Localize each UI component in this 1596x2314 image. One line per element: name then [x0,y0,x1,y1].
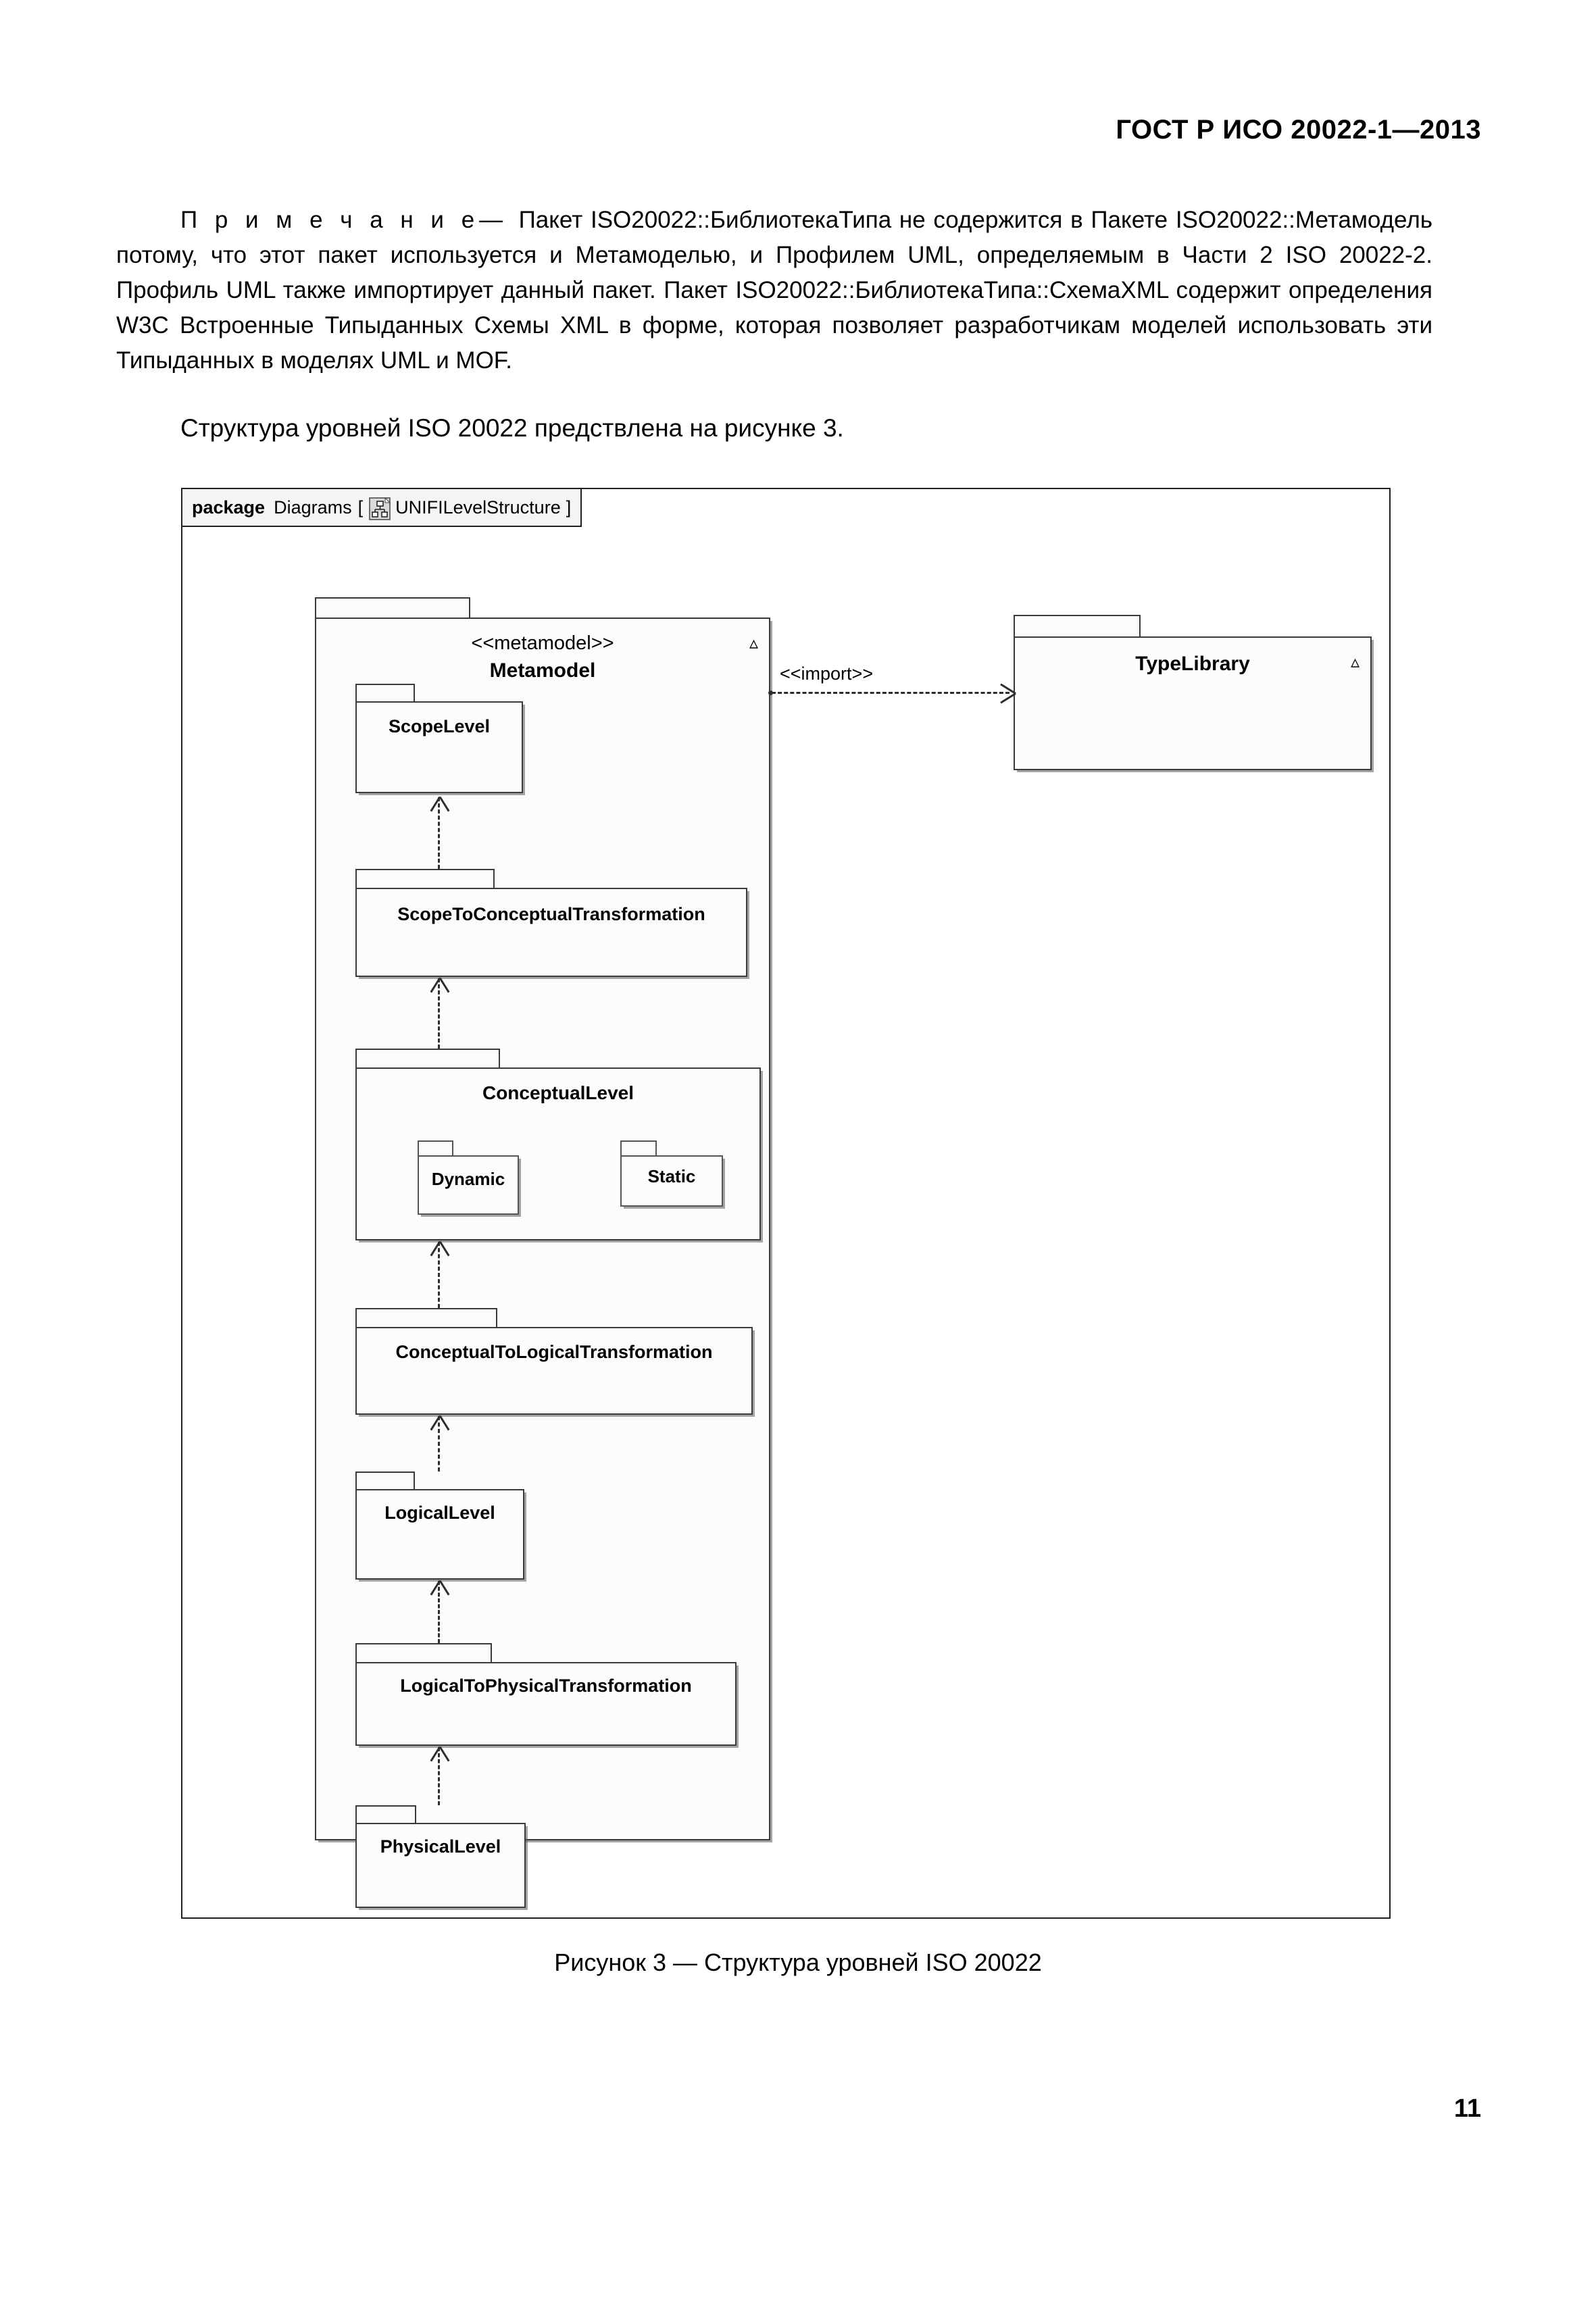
metamodel-stereotype: <<metamodel>> [471,632,614,654]
dynamic-title: Dynamic [431,1169,505,1189]
package-tab [355,1308,497,1328]
package-body [355,1489,524,1580]
note-dash: — [479,207,503,233]
physicallevel-title: PhysicalLevel [380,1836,501,1857]
package-tab [620,1140,657,1157]
intro-paragraph: Структура уровней ISO 20022 предствлена … [116,411,1432,446]
scopetoconceptual-title: ScopeToConceptualTransformation [397,904,705,924]
package-static[interactable]: Static [620,1140,723,1207]
frame-diagram-group: Diagrams [274,497,352,518]
package-body [418,1155,519,1215]
package-body [620,1155,723,1207]
dependency-line [438,1242,440,1308]
diagram-icon [369,497,391,520]
diagram-frame-tab: package Diagrams [ UNIFILevelStructure ] [182,489,582,527]
import-source-dot [768,690,773,695]
intro-text: Структура уровней ISO 20022 предствлена … [180,414,844,442]
frame-keyword: package [192,497,266,518]
package-tab [355,869,495,889]
frame-diagram-name: UNIFILevelStructure [395,497,561,518]
metamodel-marker-icon: ▵ [749,632,758,653]
package-body [355,1662,737,1746]
dependency-line [438,1581,440,1643]
dependency-line [438,1747,440,1805]
package-tab [1014,615,1141,638]
typelibrary-title: TypeLibrary [1135,653,1250,675]
package-tab [355,1643,492,1663]
package-scopetoconceptualtransformation[interactable]: ScopeToConceptualTransformation [355,869,747,977]
package-tab [315,597,470,619]
page-number: 11 [1453,2094,1481,2123]
static-title: Static [647,1166,696,1186]
logicallevel-title: LogicalLevel [384,1503,495,1523]
package-conceptualtologicaltransformation[interactable]: ConceptualToLogicalTransformation [355,1308,753,1415]
frame-bracket-open: [ [357,497,364,518]
package-tab [418,1140,453,1157]
package-physicallevel[interactable]: PhysicalLevel [355,1805,526,1908]
dependency-line [438,1416,440,1472]
package-logicaltophysicaltransformation[interactable]: LogicalToPhysicalTransformation [355,1643,737,1746]
conceptualtological-title: ConceptualToLogicalTransformation [395,1342,713,1362]
metamodel-title: Metamodel [489,659,596,682]
package-typelibrary[interactable]: TypeLibrary ▵ [1014,615,1372,770]
figure-caption: Рисунок 3 — Структура уровней ISO 20022 [554,1948,1042,1976]
package-scopelevel[interactable]: ScopeLevel [355,684,523,793]
import-stereotype-label: <<import>> [780,663,874,684]
scopelevel-title: ScopeLevel [388,716,491,736]
typelibrary-marker-icon: ▵ [1350,651,1360,672]
package-body [1014,636,1372,770]
import-dependency-line [772,692,1009,694]
package-body [355,701,523,793]
frame-bracket-close: ] [566,497,572,518]
package-tab [355,1049,500,1069]
conceptuallevel-title: ConceptualLevel [482,1082,634,1103]
package-tab [355,1805,416,1824]
dependency-line [438,797,440,869]
package-body [355,1327,753,1415]
uml-diagram-frame: package Diagrams [ UNIFILevelStructure ]… [181,488,1391,1919]
package-tab [355,684,415,703]
note-paragraph: П р и м е ч а н и е— Пакет ISO20022::Биб… [116,203,1432,378]
document-header-title: ГОСТ Р ИСО 20022-1—2013 [1116,115,1481,145]
package-dynamic[interactable]: Dynamic [418,1140,519,1215]
package-body [355,888,747,977]
note-label: П р и м е ч а н и е [180,207,480,233]
package-logicallevel[interactable]: LogicalLevel [355,1472,524,1580]
note-body-text: Пакет ISO20022::БиблиотекаТипа не содерж… [116,207,1432,374]
package-tab [355,1472,415,1490]
package-conceptuallevel[interactable]: ConceptualLevel Dynamic Static [355,1049,761,1240]
dependency-line [438,978,440,1049]
logicaltophysical-title: LogicalToPhysicalTransformation [400,1676,692,1696]
package-body [355,1823,526,1908]
